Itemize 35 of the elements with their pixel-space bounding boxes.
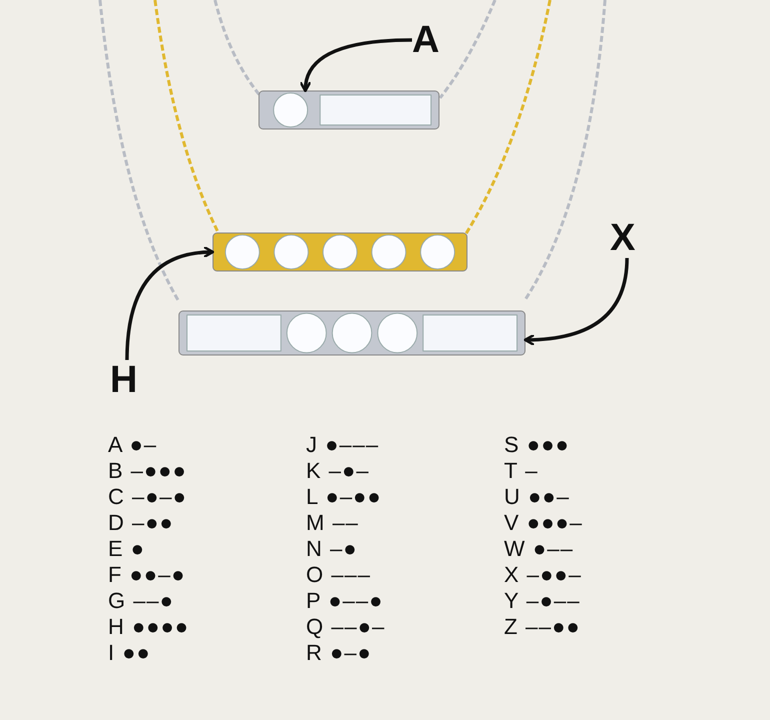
morse-code-text: H ●●●● xyxy=(108,614,190,640)
morse-code-text: A ●– xyxy=(108,432,158,458)
morse-code-text: Q ––●– xyxy=(306,614,386,640)
bar-pendant-drawing xyxy=(258,90,440,130)
morse-code-text: R ●–● xyxy=(306,640,372,666)
morse-code-text: T – xyxy=(504,458,538,484)
morse-code-text: X –●●– xyxy=(504,562,582,588)
morse-code-text: V ●●●– xyxy=(504,510,583,536)
morse-code-text: N –● xyxy=(306,536,358,562)
morse-code-text: U ●●– xyxy=(504,484,570,510)
morse-code-text: Z ––●● xyxy=(504,614,581,640)
bar-pendant-drawing xyxy=(212,232,468,272)
morse-code-text: C –●–● xyxy=(108,484,188,510)
morse-code-text: P ●––● xyxy=(306,588,384,614)
morse-code-text: K –●– xyxy=(306,458,370,484)
morse-code-text: O ––– xyxy=(306,562,371,588)
curved-arrow xyxy=(524,258,629,346)
morse-code-text: B –●●● xyxy=(108,458,187,484)
morse-code-text: S ●●● xyxy=(504,432,570,458)
bar-pendant-drawing xyxy=(178,310,526,356)
morse-code-text: E ● xyxy=(108,536,146,562)
morse-code-text: L ●–●● xyxy=(306,484,382,510)
morse-code-text: I ●● xyxy=(108,640,151,666)
curved-arrow xyxy=(125,246,214,360)
morse-code-text: F ●●–● xyxy=(108,562,186,588)
letter-text: X xyxy=(610,218,644,258)
morse-code-text: J ●––– xyxy=(306,432,380,458)
morse-code-text: W ●–– xyxy=(504,536,574,562)
morse-code-text: G ––● xyxy=(108,588,174,614)
morse-code-text: Y –●–– xyxy=(504,588,580,614)
morse-code-text: M –– xyxy=(306,510,359,536)
letter-text: H xyxy=(110,360,144,400)
letter-text: A xyxy=(412,20,446,60)
morse-code-text: D –●● xyxy=(108,510,174,536)
curved-arrow xyxy=(300,38,412,92)
